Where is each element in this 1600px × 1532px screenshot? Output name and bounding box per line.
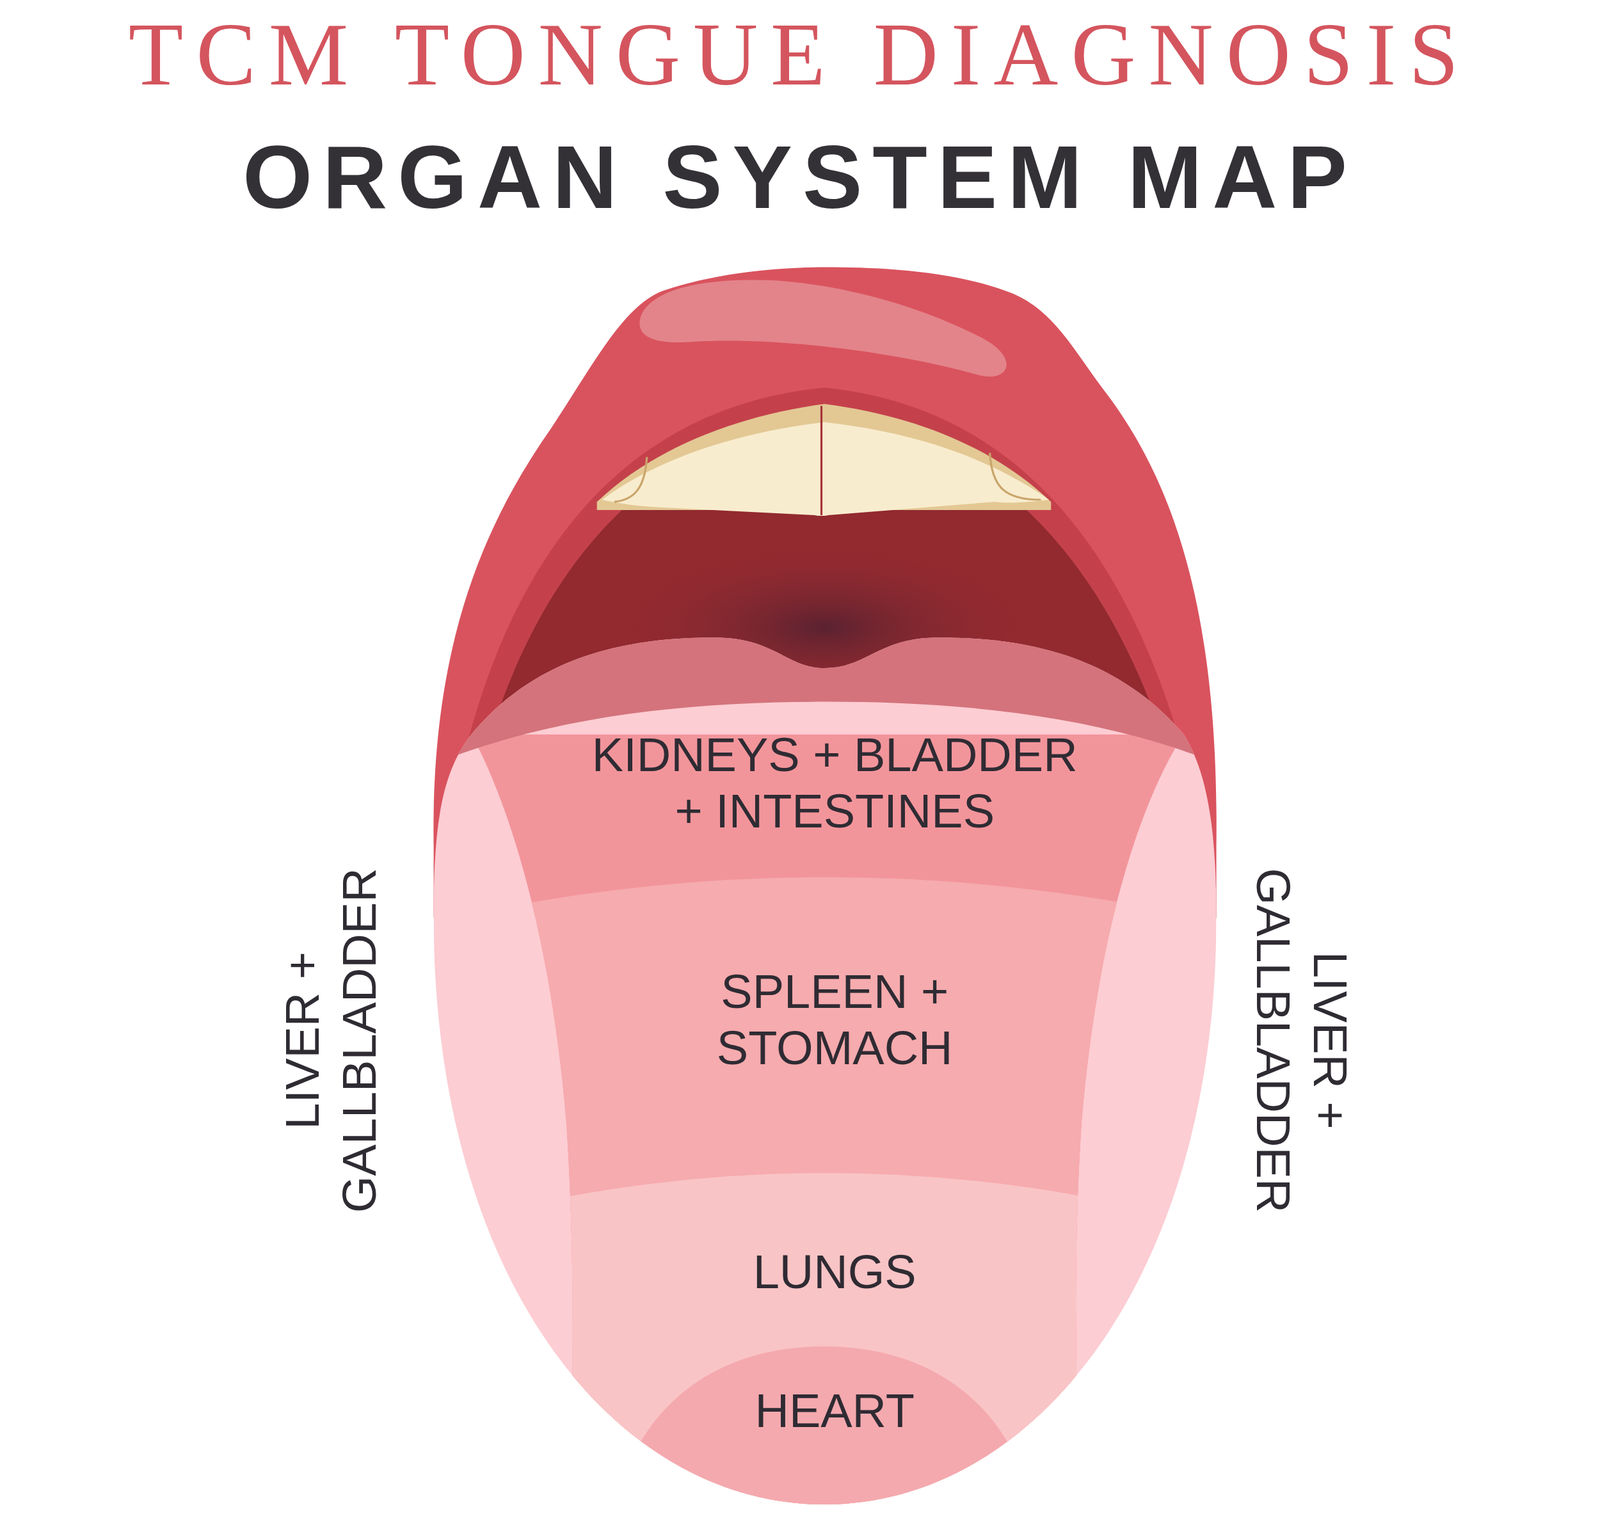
tongue-sides bbox=[408, 611, 1245, 1530]
zone-label: HEART bbox=[674, 1383, 995, 1440]
zone-text-block: LIVER + GALLBLADDER bbox=[1244, 858, 1359, 1224]
tongue-zone: LIVER + GALLBLADDER bbox=[274, 858, 389, 1224]
zone-text-block: LIVER + GALLBLADDER bbox=[274, 858, 389, 1224]
heart-zone bbox=[612, 1346, 1037, 1520]
spleen-zone bbox=[428, 877, 1225, 1531]
tongue-zone: LUNGS bbox=[674, 1244, 995, 1302]
kidney-zone bbox=[408, 611, 1245, 1530]
zone-label: KIDNEYS + BLADDER + INTESTINES bbox=[578, 727, 1091, 841]
lip-highlight bbox=[639, 279, 1007, 377]
zone-label: LIVER + GALLBLADDER bbox=[274, 858, 389, 1224]
zone-text-block: KIDNEYS + BLADDER + INTESTINES bbox=[578, 727, 1091, 841]
zone-label: LUNGS bbox=[674, 1244, 995, 1302]
title: TCM TONGUE DIAGNOSIS bbox=[0, 5, 1600, 104]
zone-text-block: HEART bbox=[674, 1383, 995, 1440]
subtitle: ORGAN SYSTEM MAP bbox=[0, 128, 1600, 227]
teeth bbox=[602, 422, 1049, 516]
tongue-zone: SPLEEN + STOMACH bbox=[706, 963, 963, 1078]
zone-label: SPLEEN + STOMACH bbox=[706, 963, 963, 1078]
tooth-lines bbox=[820, 405, 823, 516]
zone-text-block: SPLEEN + STOMACH bbox=[706, 963, 963, 1078]
tooth-lines bbox=[614, 453, 1041, 503]
zone-label: LIVER + GALLBLADDER bbox=[1244, 858, 1359, 1224]
tongue-zone: LIVER + GALLBLADDER bbox=[1244, 858, 1359, 1224]
tongue-zone: HEART bbox=[674, 1383, 995, 1440]
tongue-zone: KIDNEYS + BLADDER + INTESTINES bbox=[578, 727, 1091, 841]
zone-text-block: LUNGS bbox=[674, 1244, 995, 1302]
tongue bbox=[408, 611, 1245, 1530]
lung-zone bbox=[428, 1173, 1225, 1531]
